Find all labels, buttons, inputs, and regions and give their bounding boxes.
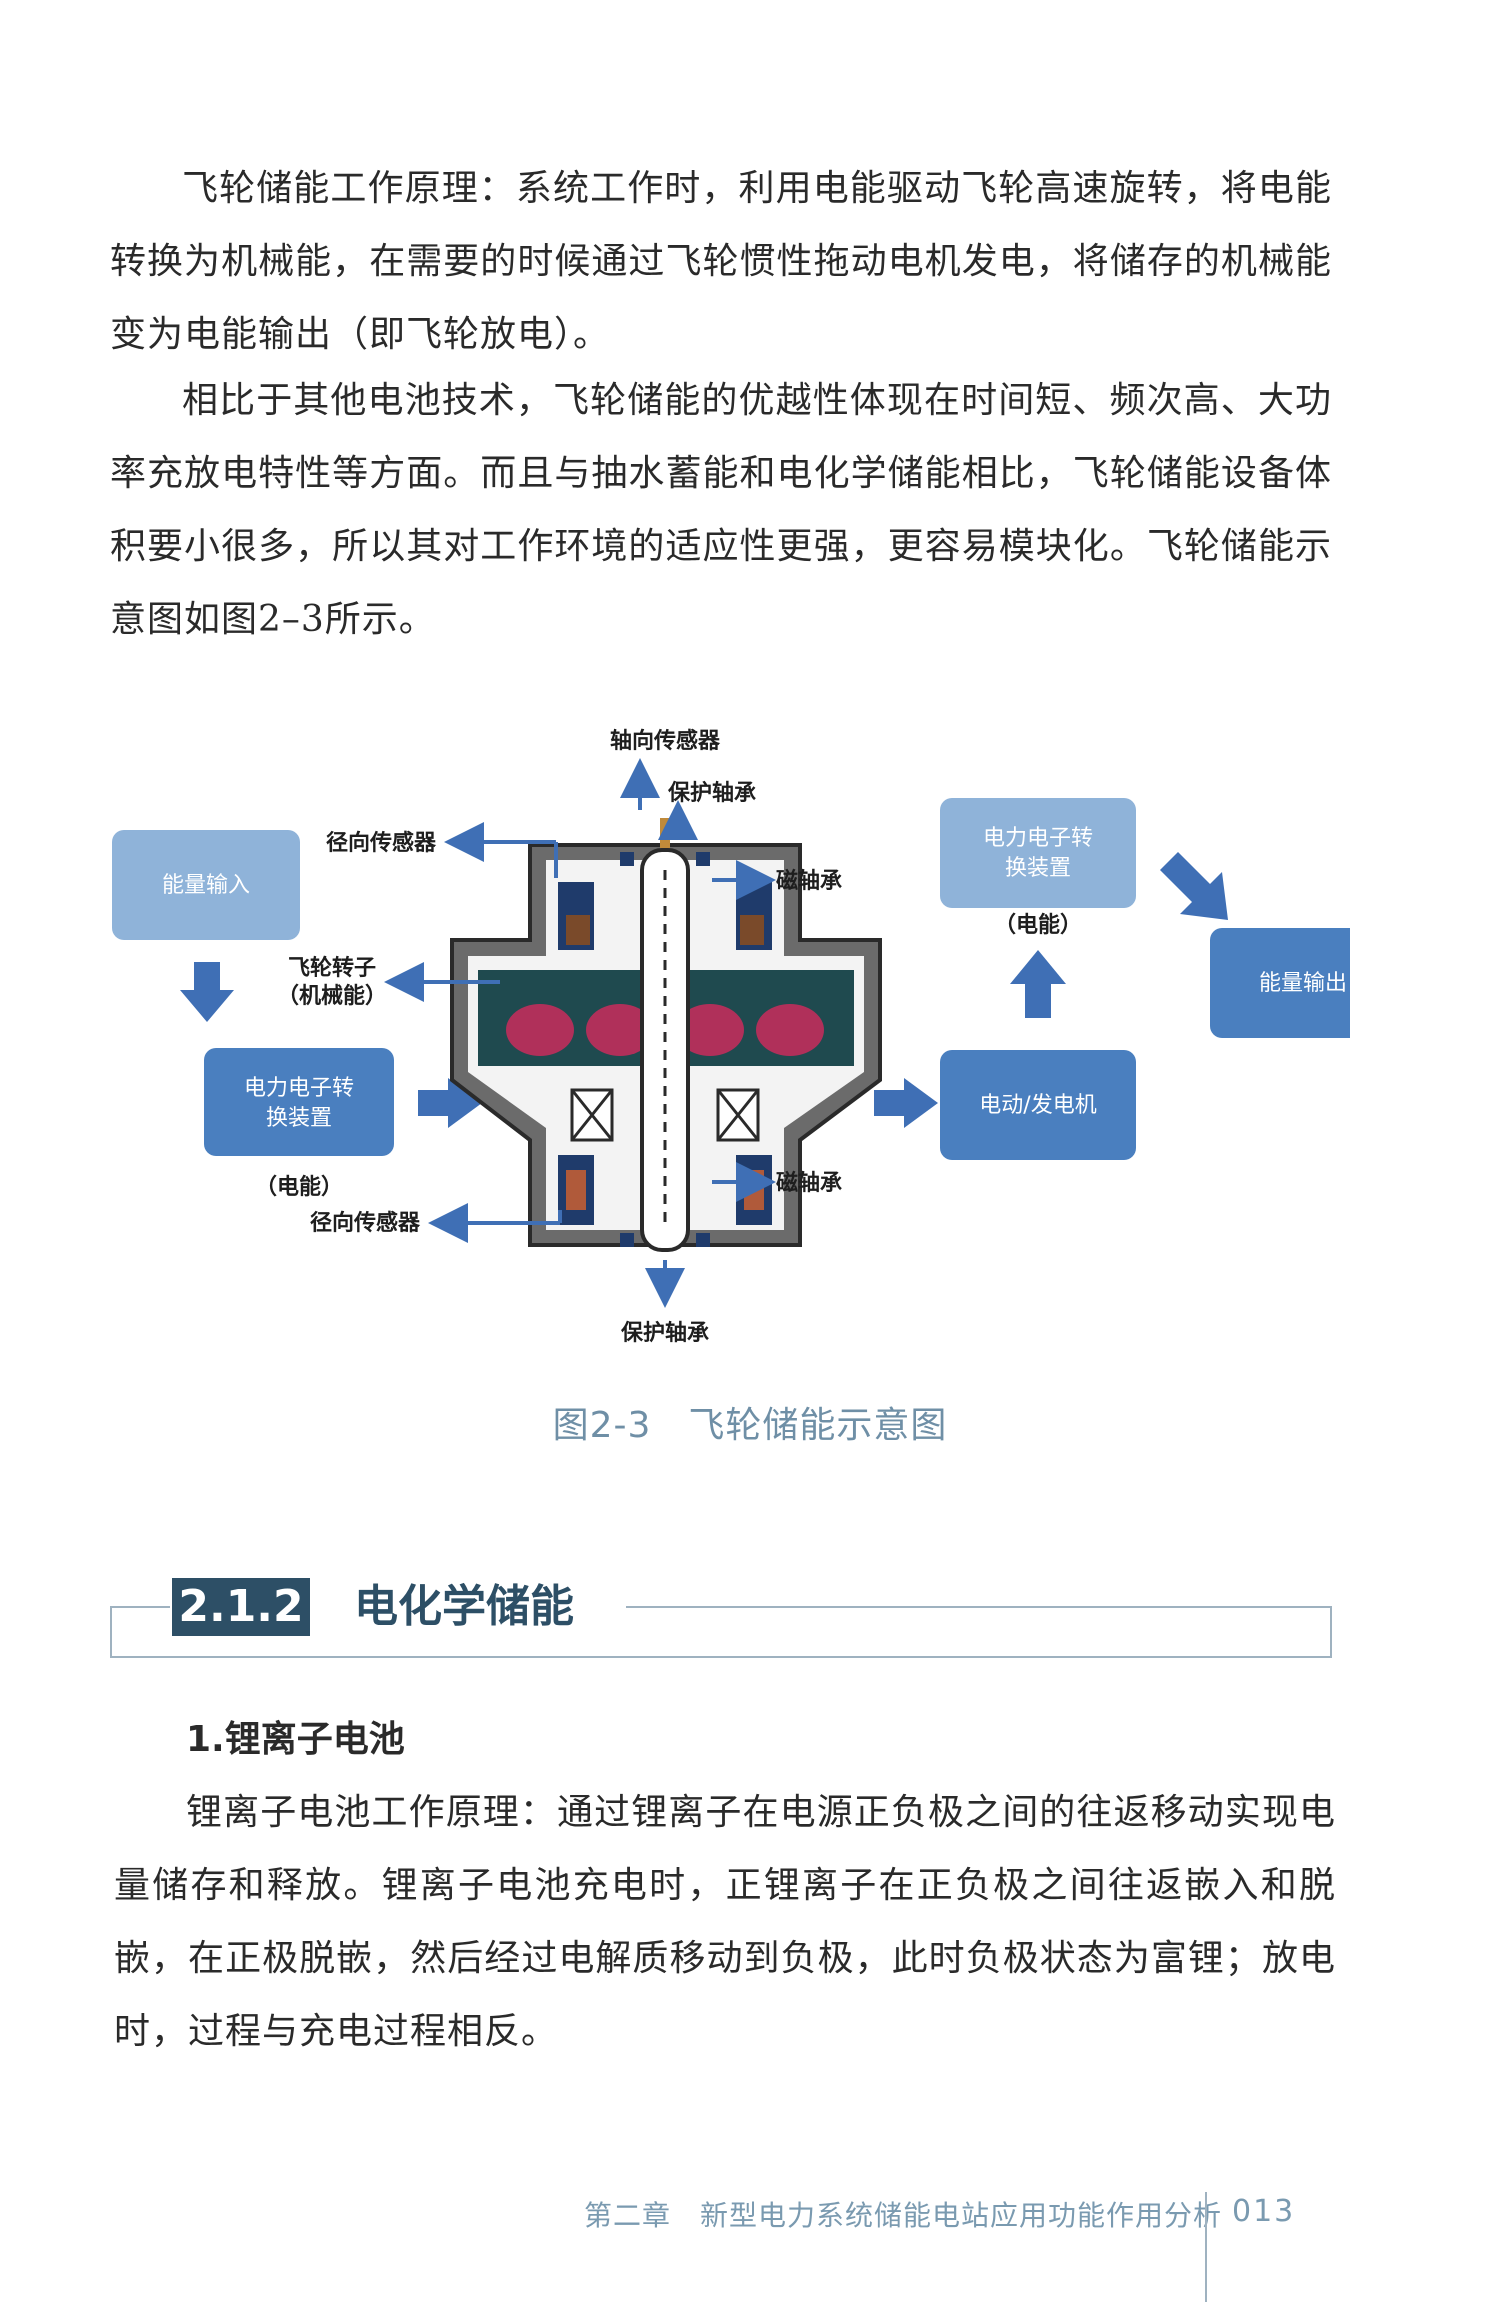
converter-right-label-1: 电力电子转: [983, 826, 1093, 851]
section-heading-frame: [110, 1606, 1332, 1658]
section-heading: 2.1.2 电化学储能: [110, 1578, 1332, 1658]
right-arrow-left: [418, 1078, 482, 1128]
label-rotor-2: （机械能）: [277, 983, 387, 1009]
label-magnetic-bearing-bottom: 磁轴承: [776, 1170, 842, 1196]
up-arrow-right: [1010, 950, 1066, 1018]
section-number: 2.1.2: [172, 1578, 310, 1636]
label-axial-sensor: 轴向传感器: [610, 728, 721, 754]
energy-input-box: 能量输入: [112, 830, 300, 940]
footer-divider: [1205, 2192, 1207, 2302]
flywheel-diagram: 能量输入 电力电子转 换装置 （电能）: [112, 728, 1350, 1346]
section-heading-rule-left: [110, 1606, 170, 1608]
converter-left-label-2: 换装置: [266, 1106, 332, 1131]
converter-right-box: 电力电子转 换装置: [940, 798, 1136, 908]
diagonal-arrow-right: [1160, 852, 1228, 920]
label-magnetic-bearing-top: 磁轴承: [776, 868, 842, 894]
section-heading-rule-right: [626, 1606, 1332, 1608]
subsection-title: 1.锂离子电池: [186, 1719, 405, 1760]
paragraph-flywheel-principle: 飞轮储能工作原理：系统工作时，利用电能驱动飞轮高速旋转，将电能转换为机械能，在需…: [110, 168, 1332, 355]
converter-right-label-2: 换装置: [1005, 856, 1071, 881]
page-number: 013: [1232, 2194, 1296, 2229]
label-protect-bearing-bottom: 保护轴承: [620, 1320, 709, 1346]
energy-output-box: 能量输出: [1210, 928, 1350, 1038]
paragraph-lithium-ion: 锂离子电池工作原理：通过锂离子在电源正负极之间的往返移动实现电量储存和释放。锂离…: [114, 1792, 1336, 2052]
converter-left-note: （电能）: [255, 1174, 343, 1200]
down-arrow-left: [180, 962, 234, 1022]
paragraph-flywheel-advantages: 相比于其他电池技术，飞轮储能的优越性体现在时间短、频次高、大功率充放电特性等方面…: [110, 380, 1332, 640]
energy-input-label: 能量输入: [162, 873, 250, 898]
page-footer: 第二章 新型电力系统储能电站应用功能作用分析 013: [0, 2180, 1500, 2302]
converter-left-label-1: 电力电子转: [244, 1076, 354, 1101]
section-title: 电化学储能: [354, 1578, 590, 1636]
motor-generator-box: 电动/发电机: [940, 1050, 1136, 1160]
figure-caption: 图2-3 飞轮储能示意图: [552, 1405, 948, 1446]
motor-generator-label: 电动/发电机: [979, 1093, 1096, 1118]
label-protect-bearing-top: 保护轴承: [667, 780, 756, 806]
footer-chapter-title: 第二章 新型电力系统储能电站应用功能作用分析: [583, 2199, 1222, 2232]
converter-left-box: 电力电子转 换装置: [204, 1048, 394, 1156]
label-radial-sensor-bottom: 径向传感器: [310, 1210, 421, 1236]
label-rotor-1: 飞轮转子: [288, 955, 376, 981]
right-arrow-right: [874, 1078, 938, 1128]
label-radial-sensor-top: 径向传感器: [326, 830, 437, 856]
converter-right-note: （电能）: [994, 912, 1082, 938]
energy-output-label: 能量输出: [1259, 971, 1347, 996]
